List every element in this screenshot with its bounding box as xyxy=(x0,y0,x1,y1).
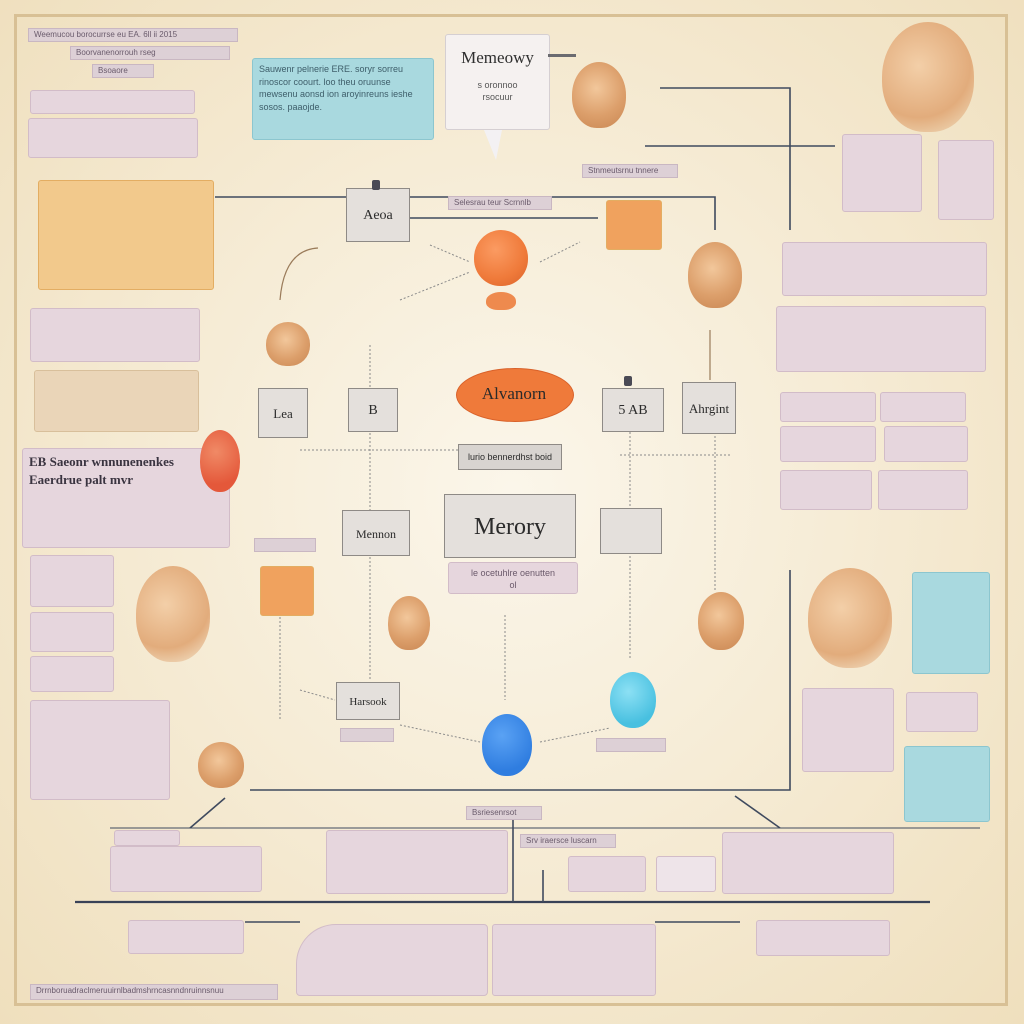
right-panel-7 xyxy=(780,426,876,462)
bottom-panel-10 xyxy=(756,920,890,956)
right-teal-panel-2 xyxy=(904,746,990,822)
left-panel-2 xyxy=(28,118,198,158)
right-panel-2 xyxy=(938,140,994,220)
node-ahrgint: Ahrgint xyxy=(682,382,736,434)
right-panel-9 xyxy=(780,470,872,510)
bottom-panel-6 xyxy=(722,832,894,894)
orange-balloon-head-icon xyxy=(474,230,528,286)
right-panel-4 xyxy=(776,306,986,372)
pin-icon xyxy=(548,54,576,57)
left-panel-3 xyxy=(30,308,200,362)
pin-icon xyxy=(372,180,380,190)
top-left-line-2: Boorvanenorrouh rseg xyxy=(70,46,230,60)
bottom-panel-5 xyxy=(656,856,716,892)
human-head-icon xyxy=(198,742,244,788)
top-strip: Selesrau teur Scrnnlb xyxy=(448,196,552,210)
top-left-line-3: Bsoaore xyxy=(92,64,154,78)
human-head-icon xyxy=(882,22,974,132)
top-info-box: Sauwenr pelnerie ERE. soryr sorreu rinos… xyxy=(252,58,434,140)
human-head-icon xyxy=(572,62,626,128)
right-panel-1 xyxy=(842,134,922,212)
human-head-icon xyxy=(698,592,744,650)
right-panel-3 xyxy=(782,242,987,296)
speech-bubble-tail xyxy=(484,130,502,160)
left-title-panel: EB Saeonr wnnunenenkes Eaerdrue palt mvr xyxy=(22,448,230,548)
bottom-panel-7 xyxy=(128,920,244,954)
pin-icon xyxy=(624,376,632,386)
bottom-panel-1 xyxy=(114,830,180,846)
human-head-icon xyxy=(388,596,430,650)
node-ab-label: AB xyxy=(628,403,648,418)
node-ab-prefix: 5 xyxy=(618,403,626,418)
top-left-line-1: Weemucou borocurrse eu EA. 6ll ii 2015 xyxy=(28,28,238,42)
node-lea: Lea xyxy=(258,388,308,438)
small-label-strip xyxy=(596,738,666,752)
left-panel-5 xyxy=(30,555,114,607)
center-banner: lurio bennerdhst boid xyxy=(458,444,562,470)
left-orange-panel xyxy=(38,180,214,290)
bottom-panel-3 xyxy=(326,830,508,894)
orange-card-icon xyxy=(606,200,662,250)
memory-speech-bubble: Memeowy s oronnoo rsocuur xyxy=(445,34,550,130)
left-panel-7 xyxy=(30,656,114,692)
right-panel-6 xyxy=(880,392,966,422)
right-panel-11 xyxy=(802,688,894,772)
node-ab: 5 AB xyxy=(602,388,664,432)
cyan-balloon-head-icon xyxy=(610,672,656,728)
right-teal-panel-1 xyxy=(912,572,990,674)
oval-node-label: Alvanorn xyxy=(481,384,547,403)
right-panel-8 xyxy=(884,426,968,462)
bottom-panel-2 xyxy=(110,846,262,892)
orange-card-icon xyxy=(260,566,314,616)
left-panel-8 xyxy=(30,700,170,800)
human-head-icon xyxy=(808,568,892,668)
outer-frame xyxy=(14,14,1008,1006)
node-harsook: Harsook xyxy=(336,682,400,720)
node-b: B xyxy=(348,388,398,432)
right-panel-10 xyxy=(878,470,968,510)
memory-bubble-text: s oronnoo rsocuur xyxy=(477,80,518,102)
bottom-panel-9 xyxy=(492,924,656,996)
left-panel-4 xyxy=(34,370,199,432)
center-memory-node: Merory xyxy=(444,494,576,558)
right-panel-12 xyxy=(906,692,978,732)
bottom-panel-4 xyxy=(568,856,646,892)
left-panel-1 xyxy=(30,90,195,114)
node-aeoa: Aeoa xyxy=(346,188,410,242)
human-head-icon xyxy=(266,322,310,366)
center-caption: le ocetuhlre oenutten ol xyxy=(448,562,578,594)
small-label-strip xyxy=(340,728,394,742)
oval-node xyxy=(456,368,574,422)
right-panel-5 xyxy=(780,392,876,422)
bottom-center-label: Bsriesenrsot xyxy=(466,806,542,820)
node-blank xyxy=(600,508,662,554)
human-head-icon xyxy=(136,566,210,662)
footer-text: Drrnboruadraclmeruuirnlbadmshrncasnndnru… xyxy=(30,984,278,1000)
left-panel-6 xyxy=(30,612,114,652)
balloon-base-icon xyxy=(486,292,516,310)
red-balloon-icon xyxy=(200,430,240,492)
bottom-label: Srv iraersce luscarn xyxy=(520,834,616,848)
node-mennon: Mennon xyxy=(342,510,410,556)
bottom-panel-8 xyxy=(296,924,488,996)
blue-balloon-head-icon xyxy=(482,714,532,776)
memory-bubble-title: Memeowy xyxy=(461,48,534,67)
human-head-icon xyxy=(688,242,742,308)
top-right-strip: Stnmeutsrnu tnnere xyxy=(582,164,678,178)
small-label-strip xyxy=(254,538,316,552)
